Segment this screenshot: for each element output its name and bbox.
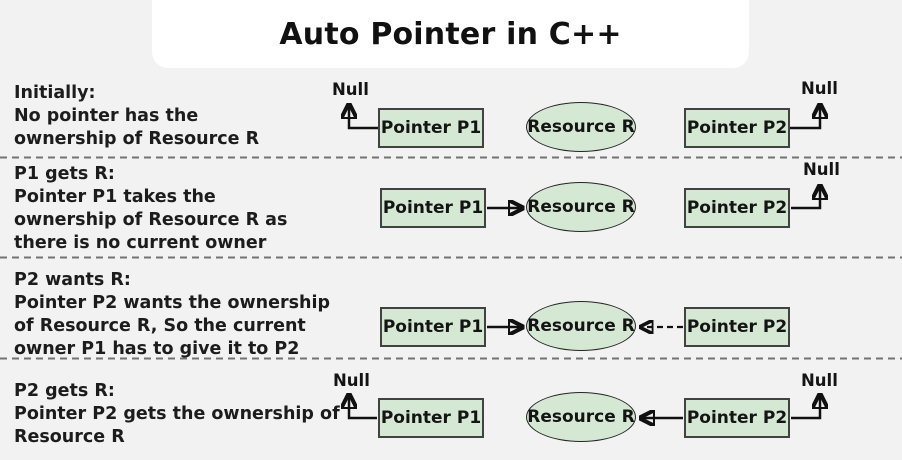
caption-line: P2 wants R: [14, 270, 131, 290]
page-title: Auto Pointer in C++ [279, 16, 622, 52]
caption-line: Pointer P1 takes the [14, 187, 216, 207]
title-banner: Auto Pointer in C++ [152, 0, 749, 68]
caption-line: No pointer has the [14, 106, 199, 126]
null-label-r1-p1: Null [332, 80, 369, 99]
null-label-r4-p2: Null [801, 371, 838, 390]
pointer-p1-node-r4: Pointer P1 [378, 398, 484, 438]
caption-p2-gets-r: P2 gets R: Pointer P2 gets the ownership… [14, 380, 340, 449]
caption-line: P1 gets R: [14, 164, 115, 184]
p2-to-null-arrow-r2 [791, 187, 820, 210]
p1-to-null-arrow-r4 [349, 396, 377, 420]
resource-r-node-r2: Resource R [526, 182, 636, 232]
caption-line: Resource R [14, 427, 125, 447]
caption-p1-gets-r: P1 gets R: Pointer P1 takes the ownershi… [14, 163, 287, 255]
caption-line: ownership of Resource R as [14, 210, 288, 230]
caption-line: Pointer P2 wants the ownership [14, 293, 330, 313]
pointer-p1-node-r2: Pointer P1 [380, 188, 486, 228]
resource-r-node-r3: Resource R [526, 301, 636, 351]
pointer-p2-node-r3: Pointer P2 [684, 307, 790, 347]
pointer-p1-node-r3: Pointer P1 [380, 307, 486, 347]
pointer-p2-node-r1: Pointer P2 [684, 108, 790, 148]
caption-line: P2 gets R: [14, 381, 115, 401]
resource-r-node-r4: Resource R [526, 392, 636, 442]
caption-line: there is no current owner [14, 233, 267, 253]
pointer-p2-node-r2: Pointer P2 [684, 188, 790, 228]
caption-initially: Initially: No pointer has the ownership … [14, 82, 259, 151]
null-label-r2-p2: Null [803, 160, 840, 179]
caption-line: ownership of Resource R [14, 129, 260, 149]
null-label-r1-p2: Null [801, 79, 838, 98]
null-label-r4-p1: Null [333, 371, 370, 390]
p2-to-null-arrow-r1 [790, 106, 820, 130]
resource-r-node-r1: Resource R [526, 102, 636, 152]
pointer-p2-node-r4: Pointer P2 [684, 398, 790, 438]
p2-to-null-arrow-r4 [791, 396, 820, 420]
caption-line: Initially: [14, 83, 96, 103]
caption-line: of Resource R, So the current [14, 316, 306, 336]
pointer-p1-node-r1: Pointer P1 [378, 108, 484, 148]
caption-p2-wants-r: P2 wants R: Pointer P2 wants the ownersh… [14, 269, 330, 361]
caption-line: Pointer P2 gets the ownership of [14, 404, 340, 424]
caption-line: owner P1 has to give it to P2 [14, 339, 300, 359]
p1-to-null-arrow-r1 [349, 106, 378, 130]
